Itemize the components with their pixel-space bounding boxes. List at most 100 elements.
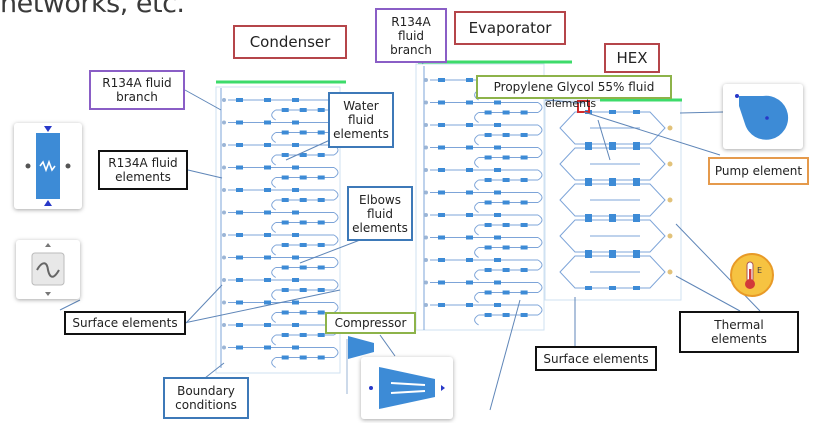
evaporator-element xyxy=(438,123,445,127)
condenser-element xyxy=(281,288,289,292)
evaporator-element xyxy=(466,303,473,307)
hex-thermal-node xyxy=(667,269,673,275)
evaporator-node xyxy=(424,280,428,285)
condenser-elbow xyxy=(271,222,276,233)
evaporator-element xyxy=(438,168,445,172)
condenser-label: Condenser xyxy=(233,25,347,59)
evaporator-element xyxy=(466,280,473,285)
condenser-node xyxy=(222,120,226,125)
evaporator-element xyxy=(502,268,510,272)
thermal-icon-card: E xyxy=(728,251,776,299)
compressor-icon-card xyxy=(361,357,453,419)
evaporator-elbow xyxy=(537,147,543,158)
boundary-conditions-label: Boundary conditions xyxy=(163,377,249,419)
evaporator-node xyxy=(424,213,428,217)
hex-element xyxy=(609,142,616,146)
condenser-node xyxy=(222,143,226,147)
evaporator-element xyxy=(520,245,528,250)
evaporator-element xyxy=(502,178,510,182)
condenser-element xyxy=(292,323,299,327)
condenser-element xyxy=(292,278,299,282)
hex-element xyxy=(633,254,640,258)
condenser-element xyxy=(299,175,307,180)
hex-element xyxy=(609,110,616,114)
hex-element xyxy=(633,142,640,146)
condenser-elbow xyxy=(271,334,276,346)
condenser-elbow xyxy=(333,167,339,178)
evaporator-element xyxy=(502,155,510,160)
leader-line xyxy=(675,275,741,312)
condenser-element xyxy=(281,355,289,360)
condenser-element xyxy=(317,333,325,337)
condenser-element xyxy=(281,333,289,337)
evaporator-elbow xyxy=(474,157,479,168)
hex-element xyxy=(585,254,592,258)
evaporator-element xyxy=(502,290,510,295)
condenser-element xyxy=(264,300,271,305)
compressor-mini xyxy=(348,336,374,359)
condenser-node xyxy=(222,255,226,260)
condenser-element xyxy=(317,355,325,360)
evaporator-element xyxy=(438,78,445,82)
evaporator-element xyxy=(494,303,501,307)
condenser-element xyxy=(264,143,271,147)
hex-element xyxy=(609,146,616,150)
hex-element xyxy=(609,214,616,218)
evaporator-element xyxy=(466,258,473,262)
evaporator-element xyxy=(466,100,473,105)
condenser-element xyxy=(292,165,299,170)
evaporator-element xyxy=(484,313,492,317)
condenser-element xyxy=(281,310,289,315)
condenser-node xyxy=(222,210,226,215)
caption-fragment: networks, etc. xyxy=(0,0,185,19)
evaporator-element xyxy=(438,303,445,307)
evaporator-elbow xyxy=(474,112,479,123)
hex-loop xyxy=(559,147,666,181)
pump-icon-card xyxy=(723,84,803,149)
evaporator-element xyxy=(502,313,510,317)
hex-element xyxy=(585,142,592,146)
evaporator-element xyxy=(466,145,473,150)
evaporator-element xyxy=(484,223,492,227)
condenser-element xyxy=(264,345,271,350)
condenser-node xyxy=(222,98,226,102)
evaporator-element xyxy=(494,190,501,195)
condenser-elbow xyxy=(333,279,339,291)
surface-elements-label-left: Surface elements xyxy=(64,311,186,335)
condenser-element xyxy=(292,255,299,260)
condenser-element xyxy=(299,288,307,292)
hex-thermal-node xyxy=(667,197,673,203)
leader-line xyxy=(379,334,396,357)
condenser-element xyxy=(299,310,307,315)
condenser-elbow xyxy=(271,312,276,323)
hex-element xyxy=(633,250,640,254)
condenser-element xyxy=(281,153,289,157)
evaporator-element xyxy=(466,123,473,127)
propylene-overlap-text: elements xyxy=(545,97,597,110)
condenser-element xyxy=(264,120,271,125)
r134a-branch-label-top: R134A fluid branch xyxy=(375,8,447,63)
condenser-element xyxy=(317,288,325,292)
evaporator-element xyxy=(438,145,445,150)
evaporator-element xyxy=(438,100,445,105)
evaporator-elbow xyxy=(474,292,479,303)
pump-element-label: Pump element xyxy=(708,157,809,185)
condenser-node xyxy=(222,300,226,305)
r134a-fluid-elements-label: R134A fluid elements xyxy=(98,150,188,190)
condenser-region xyxy=(215,86,341,374)
evaporator-element xyxy=(520,223,528,227)
leader-line xyxy=(679,111,724,114)
condenser-element xyxy=(264,323,271,327)
evaporator-element xyxy=(438,190,445,195)
evaporator-element xyxy=(494,145,501,150)
evaporator-element xyxy=(484,268,492,272)
condenser-element xyxy=(292,210,299,215)
condenser-element xyxy=(281,243,289,247)
condenser-elbow xyxy=(271,244,276,256)
condenser-element xyxy=(292,233,299,237)
condenser-element xyxy=(317,130,325,135)
hex-element xyxy=(633,146,640,150)
condenser-element xyxy=(317,175,325,180)
evaporator-element xyxy=(520,155,528,160)
evaporator-element xyxy=(520,313,528,317)
